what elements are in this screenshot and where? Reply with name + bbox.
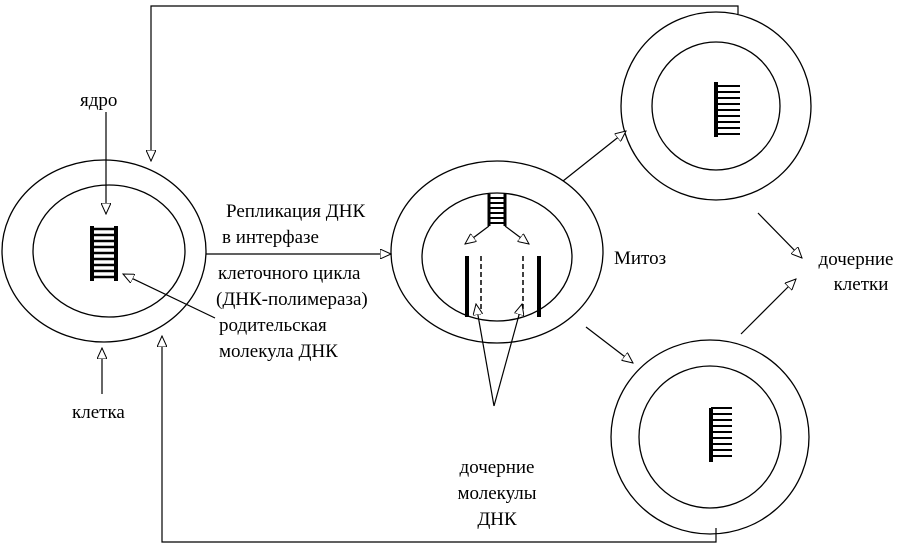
mitosis-label: Митоз [614,248,666,269]
parent-cell-nucleus [32,184,186,318]
top-feedback-arrow [151,5,739,161]
bottom-feedback-arrow [162,336,717,543]
daughter-molecule-arrow-right [493,304,522,407]
daughter-molecules-label-line2: молекулы [457,483,536,504]
top-cell-to-label-arrow [757,212,802,258]
bottom-daughter-dna [709,407,732,462]
daughter-molecules-label-line1: дочерние [460,457,535,478]
daughter-dna-strands [465,256,541,317]
top-daughter-cell-nucleus [651,41,781,171]
dividing-cell-nucleus [421,192,573,322]
parent-cell-membrane [1,159,207,343]
parent-dna-label-arrow [123,273,216,319]
bottom-daughter-cell-membrane [610,339,810,535]
nucleus-label: ядро [80,90,117,111]
mitosis-to-bottom-cell-arrow [585,326,633,363]
top-daughter-cell-membrane [620,11,812,201]
top-daughter-dna [714,82,740,137]
daughter-molecule-arrow-left [476,304,495,407]
replication-label-line2: в интерфазе [222,227,319,248]
parent-dna-label-line1: родительская [219,315,327,336]
bottom-daughter-cell-nucleus [638,365,782,509]
bottom-cell-to-label-arrow [740,279,796,335]
daughter-cells-label-line2: клетки [834,274,889,295]
cycle-label-line2: (ДНК-полимераза) [216,289,368,310]
cycle-label-line1: клеточного цикла [218,263,361,284]
replication-label-line1: Репликация ДНК [226,201,365,222]
parent-dna-molecule [90,226,118,281]
mitosis-to-top-cell-arrow [562,131,626,182]
daughter-cells-label-line1: дочерние [819,249,894,270]
daughter-molecules-label-line3: ДНК [477,509,517,530]
parent-dna-label-line2: молекула ДНК [219,341,338,362]
cell-label: клетка [72,402,125,423]
replicating-dna-fork [465,194,529,244]
